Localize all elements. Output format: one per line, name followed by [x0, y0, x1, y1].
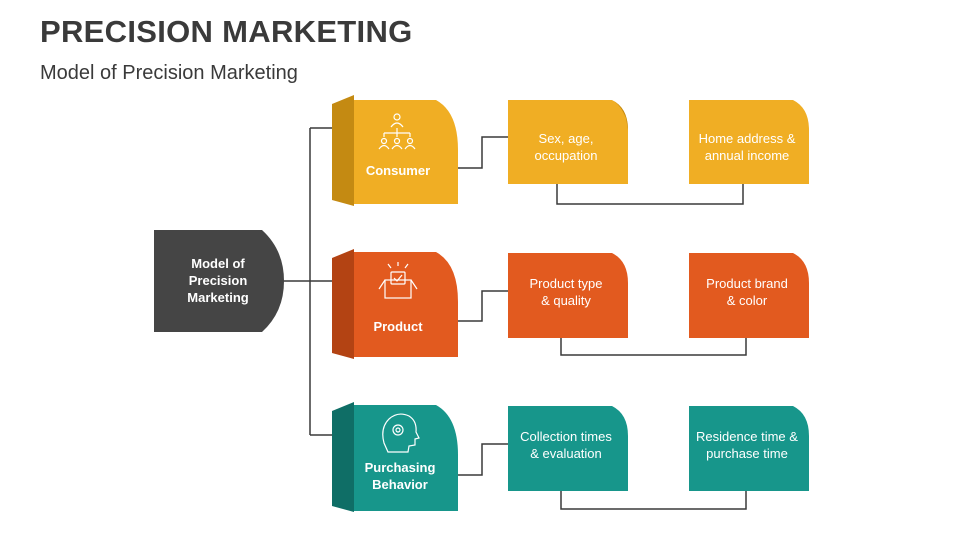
item-box-product-1 — [508, 253, 628, 338]
page-title: PRECISION MARKETING — [40, 14, 413, 49]
tree-connectors — [282, 127, 747, 510]
item-text-product-1: Product type & quality — [529, 276, 603, 308]
category-label-consumer: Consumer — [365, 163, 431, 178]
item-text-product-2: Product brand & color — [706, 276, 788, 308]
item-text-behavior-1: Collection times & evaluation — [520, 429, 612, 461]
item-box-consumer-1 — [508, 100, 628, 184]
head-gear-icon — [382, 413, 420, 453]
item-text-consumer-2: Home address & annual income — [698, 131, 796, 163]
root-label: Model of Precision Marketing — [187, 256, 249, 305]
category-label-product: Product — [373, 319, 423, 334]
item-box-consumer-2 — [689, 100, 809, 184]
page-subtitle: Model of Precision Marketing — [40, 62, 298, 84]
root-node — [154, 230, 284, 332]
item-box-behavior-1 — [508, 406, 628, 491]
item-box-behavior-2 — [689, 406, 809, 491]
category-node-purchasing-behavior — [332, 402, 458, 512]
category-node-product — [332, 249, 458, 359]
open-box-icon — [378, 262, 418, 299]
item-text-behavior-2: Residence time & purchase time — [696, 429, 798, 461]
item-box-product-2 — [689, 253, 809, 338]
category-label-purchasing-behavior: Purchasing Behavior — [364, 460, 436, 492]
item-text-consumer-1: Sex, age, occupation — [534, 131, 598, 163]
category-node-consumer — [332, 95, 458, 206]
people-hierarchy-icon — [378, 113, 416, 150]
